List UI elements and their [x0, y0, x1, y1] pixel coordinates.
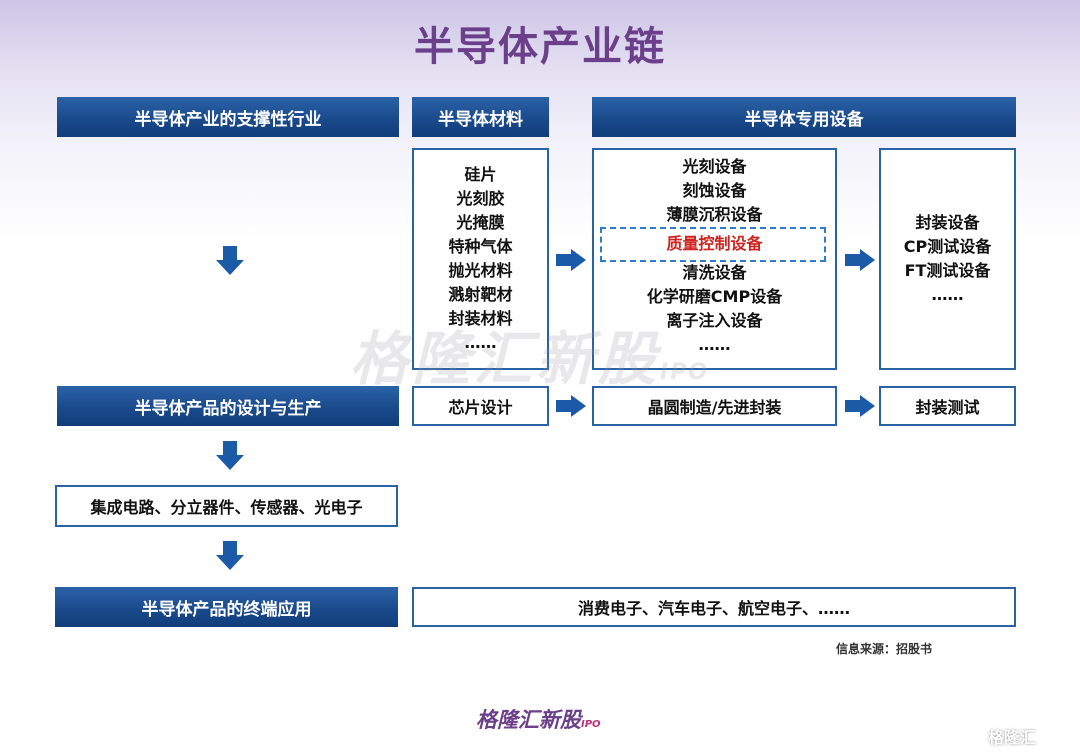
arrow-right-icon: [845, 395, 875, 417]
header-materials: 半导体材料: [412, 97, 549, 137]
watermark-text: 格隆汇新股: [350, 325, 661, 393]
material-item: 溅射靶材: [448, 285, 513, 304]
material-item: 光掩膜: [456, 213, 505, 232]
brand-logo-sub: IPO: [581, 719, 601, 730]
chip-design-box: 芯片设计: [412, 386, 549, 426]
wafer-manufacturing-box: 晶圆制造/先进封装: [592, 386, 837, 426]
products-label: 集成电路、分立器件、传感器、光电子: [90, 498, 363, 517]
material-item: ……: [464, 333, 497, 352]
equipment-item: 刻蚀设备: [682, 181, 747, 200]
header-support: 半导体产业的支撑性行业: [57, 97, 399, 137]
header-materials-label: 半导体材料: [438, 109, 523, 130]
material-item: 光刻胶: [456, 189, 505, 208]
test-equipment-item: CP测试设备: [903, 237, 992, 256]
test-equipment-item: FT测试设备: [904, 261, 991, 280]
arrow-right-icon: [556, 249, 586, 271]
test-equipment-list: 封装设备 CP测试设备 FT测试设备 ……: [904, 211, 991, 307]
equipment-list: 光刻设备 刻蚀设备 薄膜沉积设备 质量控制设备 清洗设备 化学研磨CMP设备 离…: [594, 150, 835, 357]
equipment-item: 光刻设备: [682, 157, 747, 176]
equipment-box: 光刻设备 刻蚀设备 薄膜沉积设备 质量控制设备 清洗设备 化学研磨CMP设备 离…: [592, 148, 837, 370]
material-item: 硅片: [464, 165, 497, 184]
corner-logo-text: 格隆汇: [988, 728, 1037, 747]
arrow-down-icon: [216, 441, 244, 471]
equipment-item: 化学研磨CMP设备: [646, 287, 783, 306]
arrow-right-icon: [556, 395, 586, 417]
equipment-item-highlighted: 质量控制设备: [666, 234, 763, 253]
equipment-item: 离子注入设备: [666, 311, 763, 330]
equipment-item: 薄膜沉积设备: [666, 205, 763, 224]
materials-list: 硅片 光刻胶 光掩膜 特种气体 抛光材料 溅射靶材 封装材料 ……: [448, 163, 512, 355]
materials-box: 硅片 光刻胶 光掩膜 特种气体 抛光材料 溅射靶材 封装材料 ……: [412, 148, 549, 370]
equipment-item: ……: [698, 335, 731, 354]
arrow-down-icon: [216, 541, 244, 571]
brand-logo: 格隆汇新股IPO: [476, 704, 601, 734]
end-applications-label: 消费电子、汽车电子、航空电子、……: [577, 599, 850, 618]
material-item: 封装材料: [448, 309, 513, 328]
material-item: 抛光材料: [448, 261, 513, 280]
wafer-manufacturing-label: 晶圆制造/先进封装: [647, 398, 782, 417]
page-title: 半导体产业链: [414, 23, 666, 70]
header-equipment-label: 半导体专用设备: [744, 109, 864, 130]
header-support-label: 半导体产业的支撑性行业: [134, 109, 322, 130]
test-equipment-item: ……: [931, 285, 964, 304]
end-applications-box: 消费电子、汽车电子、航空电子、……: [412, 587, 1016, 627]
header-end-applications-label: 半导体产品的终端应用: [141, 599, 312, 620]
highlight-dashed-frame: [600, 227, 826, 262]
package-test-box: 封装测试: [879, 386, 1016, 426]
test-equipment-item: 封装设备: [915, 213, 980, 232]
corner-logo: 格隆汇: [988, 724, 1036, 748]
brand-logo-text: 格隆汇新股: [476, 708, 581, 732]
arrow-down-icon: [216, 246, 244, 276]
watermark-sub: IPO: [660, 360, 710, 385]
header-design-production: 半导体产品的设计与生产: [57, 386, 399, 426]
equipment-item: 清洗设备: [682, 263, 747, 282]
chip-design-label: 芯片设计: [448, 398, 513, 417]
header-end-applications: 半导体产品的终端应用: [55, 587, 398, 627]
material-item: 特种气体: [448, 237, 513, 256]
products-box: 集成电路、分立器件、传感器、光电子: [55, 485, 398, 527]
source-note: 信息来源：招股书: [836, 642, 933, 656]
watermark: 格隆汇新股IPO: [350, 312, 709, 396]
package-test-label: 封装测试: [915, 398, 980, 417]
arrow-right-icon: [845, 249, 875, 271]
header-design-production-label: 半导体产品的设计与生产: [134, 398, 322, 419]
header-equipment: 半导体专用设备: [592, 97, 1016, 137]
test-equipment-box: 封装设备 CP测试设备 FT测试设备 ……: [879, 148, 1016, 370]
